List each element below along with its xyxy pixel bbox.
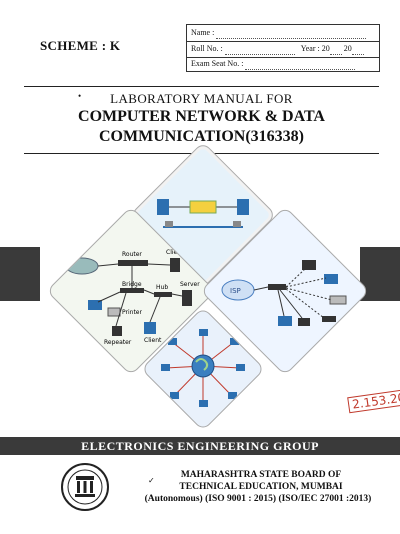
- small-mark: ✓: [148, 476, 155, 485]
- roll-field[interactable]: [224, 54, 295, 55]
- handwritten-stamp: 2.153.20: [347, 388, 400, 414]
- printer-label: Printer: [122, 309, 142, 316]
- student-details-box: Name : Roll No. : Year : 20 20 Exam Seat…: [186, 24, 380, 72]
- seat-row: Exam Seat No. :: [191, 58, 375, 70]
- subtitle: LABORATORY MANUAL FOR: [110, 91, 293, 106]
- router-label: Router: [122, 251, 142, 258]
- seat-field[interactable]: [245, 69, 356, 70]
- scheme-label: SCHEME : K: [40, 38, 121, 53]
- name-row: Name :: [191, 27, 375, 39]
- roll-row: Roll No. : Year : 20 20: [191, 43, 375, 55]
- year-label: Year : 20: [300, 44, 330, 53]
- link-diagram-diamond: [130, 142, 276, 288]
- isp-diagram-diamond: ISP: [201, 207, 369, 375]
- hub-label: Hub: [156, 284, 168, 291]
- year-field-2[interactable]: [351, 54, 364, 55]
- title-line-2: COMMUNICATION(316338): [98, 128, 304, 145]
- board-line-2: TECHNICAL EDUCATION, MUMBAI: [179, 482, 343, 492]
- year-field-1[interactable]: [329, 54, 342, 55]
- client-label: Client: [166, 249, 184, 256]
- title-line-1: COMPUTER NETWORK & DATA: [78, 108, 325, 125]
- name-label: Name :: [191, 28, 215, 37]
- repeater-label: Repeater: [104, 339, 132, 346]
- bullet-mark: •: [78, 91, 82, 101]
- group-band: ELECTRONICS ENGINEERING GROUP: [0, 437, 400, 455]
- title-block: LABORATORY MANUAL FOR COMPUTER NETWORK &…: [24, 86, 379, 154]
- seat-label: Exam Seat No. :: [191, 59, 244, 68]
- right-dark-band: [360, 247, 400, 301]
- isp-label: ISP: [230, 287, 241, 295]
- globe-network-diamond: [142, 308, 264, 430]
- name-field[interactable]: [216, 38, 367, 39]
- board-line-3: (Autonomous) (ISO 9001 : 2015) (ISO/IEC …: [144, 494, 372, 504]
- left-dark-band: [0, 247, 40, 301]
- board-line-1: MAHARASHTRA STATE BOARD OF: [180, 470, 342, 480]
- year-mid: 20: [343, 44, 352, 53]
- msbte-logo-icon: [61, 463, 109, 511]
- roll-label: Roll No. :: [191, 44, 223, 53]
- server-label: Server: [180, 281, 200, 288]
- client-label-2: Client: [144, 337, 162, 344]
